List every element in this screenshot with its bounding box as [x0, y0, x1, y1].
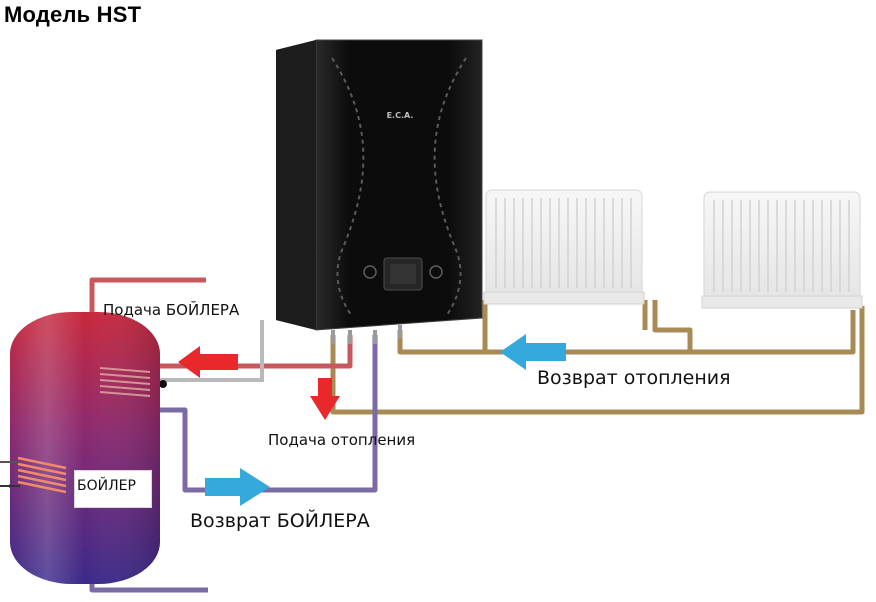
- gas-boiler: [276, 39, 483, 344]
- arrow-heating-supply: [310, 378, 340, 420]
- arrow-heating-return: [500, 334, 566, 370]
- label-boiler-return: Возврат БОЙЛЕРА: [190, 510, 370, 532]
- boiler-tank-label: БОЙЛЕР: [77, 478, 136, 494]
- arrow-boiler-return: [205, 468, 270, 506]
- boiler-brand-logo: E.C.A.: [387, 111, 414, 120]
- label-heating-supply: Подача отопления: [268, 431, 416, 449]
- label-heating-return: Возврат отопления: [537, 367, 731, 389]
- radiator-left: [483, 189, 645, 305]
- grey-pipe: [160, 320, 264, 382]
- diagram-title: Модель HST: [4, 2, 142, 27]
- boiler-tank-tag: БОЙЛЕР: [74, 470, 152, 508]
- boiler-tank: [0, 312, 160, 584]
- heating-pipes: [330, 300, 865, 415]
- pipe-joint: [159, 380, 167, 388]
- label-boiler-supply: Подача БОЙЛЕРА: [103, 301, 240, 319]
- arrow-boiler-supply: [178, 346, 238, 378]
- radiator-right: [701, 191, 863, 309]
